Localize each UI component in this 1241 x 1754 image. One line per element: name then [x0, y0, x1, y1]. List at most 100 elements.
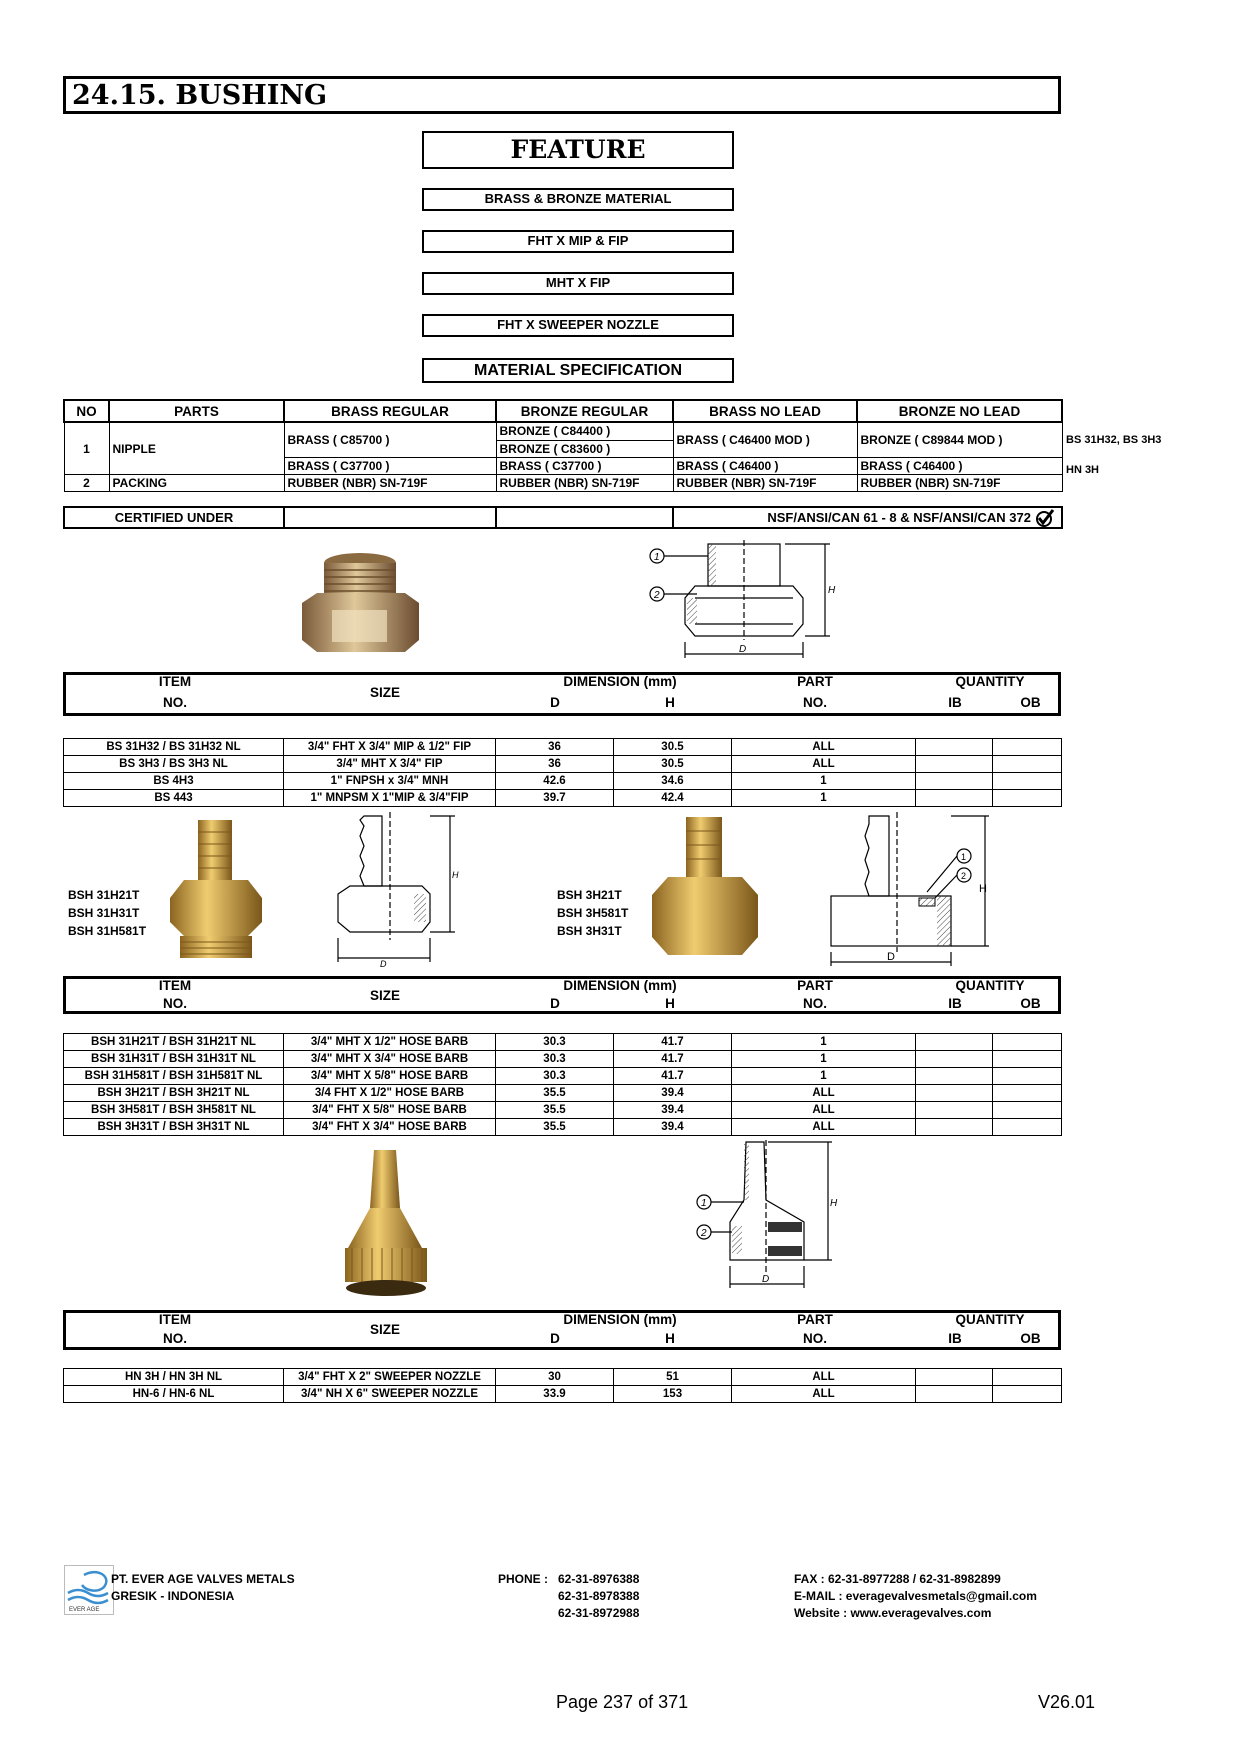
sweeper-nozzle-drawing: HD 12	[696, 1140, 838, 1288]
item-no: BS 31H32 / BS 31H32 NL	[63, 738, 284, 756]
size: 3/4" MHT X 3/4" HOSE BARB	[283, 1050, 496, 1068]
item-no: BS 443	[63, 789, 284, 807]
dim-header-1-part: PART	[797, 674, 833, 689]
qty-ib	[915, 1118, 993, 1136]
size: 3/4 FHT X 1/2" HOSE BARB	[283, 1084, 496, 1102]
dim-d: 30	[495, 1368, 614, 1386]
feature-item-2: FHT X MIP & FIP	[422, 230, 734, 253]
size: 3/4" FHT X 2" SWEEPER NOZZLE	[283, 1368, 496, 1386]
qty-ob	[992, 1118, 1062, 1136]
qty-ib	[915, 1385, 993, 1403]
item-no: BS 3H3 / BS 3H3 NL	[63, 755, 284, 773]
email[interactable]: E-MAIL : everagevalvesmetals@gmail.com	[794, 1589, 1037, 1603]
dim-header-1-dim-h: H	[665, 695, 675, 710]
material-table: NO PARTS BRASS REGULAR BRONZE REGULAR BR…	[63, 399, 1063, 492]
dim-header-2-item-no: NO.	[162, 996, 187, 1011]
drawing2-d-label: D	[380, 959, 387, 967]
qty-ib	[915, 1101, 993, 1119]
dim-h: 39.4	[613, 1101, 732, 1119]
qty-ob	[992, 1101, 1062, 1119]
material-spec-title: MATERIAL SPECIFICATION	[422, 358, 734, 383]
part-no: ALL	[731, 1118, 916, 1136]
qty-ib	[915, 1368, 993, 1386]
item-no: BSH 3H21T / BSH 3H21T NL	[63, 1084, 284, 1102]
row1-brass-nolead-b: BRASS ( C46400 )	[672, 457, 858, 475]
dim-header-3-size: SIZE	[369, 1322, 400, 1337]
header-bronze-no-lead: BRONZE NO LEAD	[856, 399, 1063, 423]
item-no: BSH 31H21T / BSH 31H21T NL	[63, 1033, 284, 1051]
sweeper-nozzle-photo	[345, 1150, 427, 1296]
phone-label: PHONE :	[498, 1572, 549, 1586]
hose-barb-female-drawing: HD 12	[830, 812, 989, 966]
website[interactable]: Website : www.everagevalves.com	[794, 1606, 992, 1620]
qty-ib	[915, 1033, 993, 1051]
phone-2: 62-31-8978388	[558, 1589, 640, 1603]
qty-ib	[915, 772, 993, 790]
dim-header-1-part-no: NO.	[802, 695, 827, 710]
dim-header-3-dim-d: D	[550, 1331, 560, 1346]
company-logo: EVER AGE	[64, 1565, 114, 1615]
dim-header-2-dim-d: D	[550, 996, 560, 1011]
part-no: ALL	[731, 1385, 916, 1403]
dim-d: 30.3	[495, 1033, 614, 1051]
row2-brass-nolead: RUBBER (NBR) SN-719F	[672, 474, 858, 492]
dim-header-1-dim-d: D	[550, 695, 560, 710]
dim-header-1-quantity: QUANTITY	[955, 674, 1025, 689]
part-no: ALL	[731, 755, 916, 773]
drawing1-d-label: D	[739, 644, 746, 655]
drawing3-h-label: H	[979, 883, 987, 895]
row2-bronze-nolead: RUBBER (NBR) SN-719F	[856, 474, 1063, 492]
phone-block: 62-31-8976388 62-31-8978388 62-31-897298…	[558, 1571, 639, 1622]
label-bsh-31h581t: BSH 31H581T	[68, 924, 147, 938]
dim-h: 41.7	[613, 1050, 732, 1068]
dim-header-2-size: SIZE	[369, 987, 400, 1003]
hose-barb-male-drawing: HD	[337, 812, 459, 967]
drawing1-h-label: H	[828, 585, 836, 596]
dim-header-1-item: ITEM	[158, 674, 192, 689]
part-no: ALL	[731, 1084, 916, 1102]
company-block: PT. EVER AGE VALVES METALS GRESIK - INDO…	[111, 1571, 295, 1605]
drawing4-d-label: D	[762, 1274, 769, 1285]
part-no: ALL	[731, 738, 916, 756]
feature-title: FEATURE	[422, 131, 734, 169]
header-parts: PARTS	[108, 399, 285, 423]
company-location: GRESIK - INDONESIA	[111, 1589, 235, 1603]
qty-ib	[915, 1067, 993, 1085]
dim-d: 36	[495, 755, 614, 773]
drawing2-h-label: H	[452, 870, 459, 880]
drawing3-callout-2: 2	[961, 871, 966, 881]
dim-header-2	[63, 976, 1061, 1014]
note-a: BS 31H32, BS 3H3	[1066, 434, 1162, 446]
row2-bronze-regular: RUBBER (NBR) SN-719F	[495, 474, 674, 492]
dim-header-3-dimension: DIMENSION (mm)	[563, 1312, 677, 1327]
size: 3/4" FHT X 5/8" HOSE BARB	[283, 1101, 496, 1119]
version: V26.01	[1038, 1692, 1096, 1712]
row1-brass-regular-a: BRASS ( C85700 )	[283, 421, 497, 458]
dim-h: 30.5	[613, 738, 732, 756]
hose-barb-female-photo	[652, 817, 758, 955]
qty-ob	[992, 1385, 1062, 1403]
qty-ib	[915, 789, 993, 807]
row1-brass-regular-b: BRASS ( C37700 )	[283, 457, 497, 475]
qty-ob	[992, 772, 1062, 790]
drawing4-callout-1: 1	[701, 1198, 707, 1209]
dim-h: 41.7	[613, 1067, 732, 1085]
dim-h: 39.4	[613, 1084, 732, 1102]
item-no: HN-6 / HN-6 NL	[63, 1385, 284, 1403]
part-no: ALL	[731, 1101, 916, 1119]
row1-bronze-regular-a: BRONZE ( C84400 )	[495, 421, 674, 441]
certified-value: NSF/ANSI/CAN 61 - 8 & NSF/ANSI/CAN 372	[767, 510, 1031, 525]
row1-bronze-nolead-a: BRONZE ( C89844 MOD )	[856, 421, 1063, 458]
dim-header-2-part: PART	[797, 978, 833, 993]
header-brass-no-lead: BRASS NO LEAD	[672, 399, 858, 423]
dim-header-1-dimension: DIMENSION (mm)	[563, 674, 677, 689]
part-no: 1	[731, 1050, 916, 1068]
row1-bronze-regular-c: BRASS ( C37700 )	[495, 457, 674, 475]
label-bsh-3h21t: BSH 3H21T	[557, 888, 622, 902]
qty-ob	[992, 755, 1062, 773]
note-b: HN 3H	[1066, 464, 1100, 476]
group2-left-labels: BSH 31H21T BSH 31H31T BSH 31H581T	[68, 886, 146, 940]
dim-d: 30.3	[495, 1050, 614, 1068]
part-no: 1	[731, 1033, 916, 1051]
